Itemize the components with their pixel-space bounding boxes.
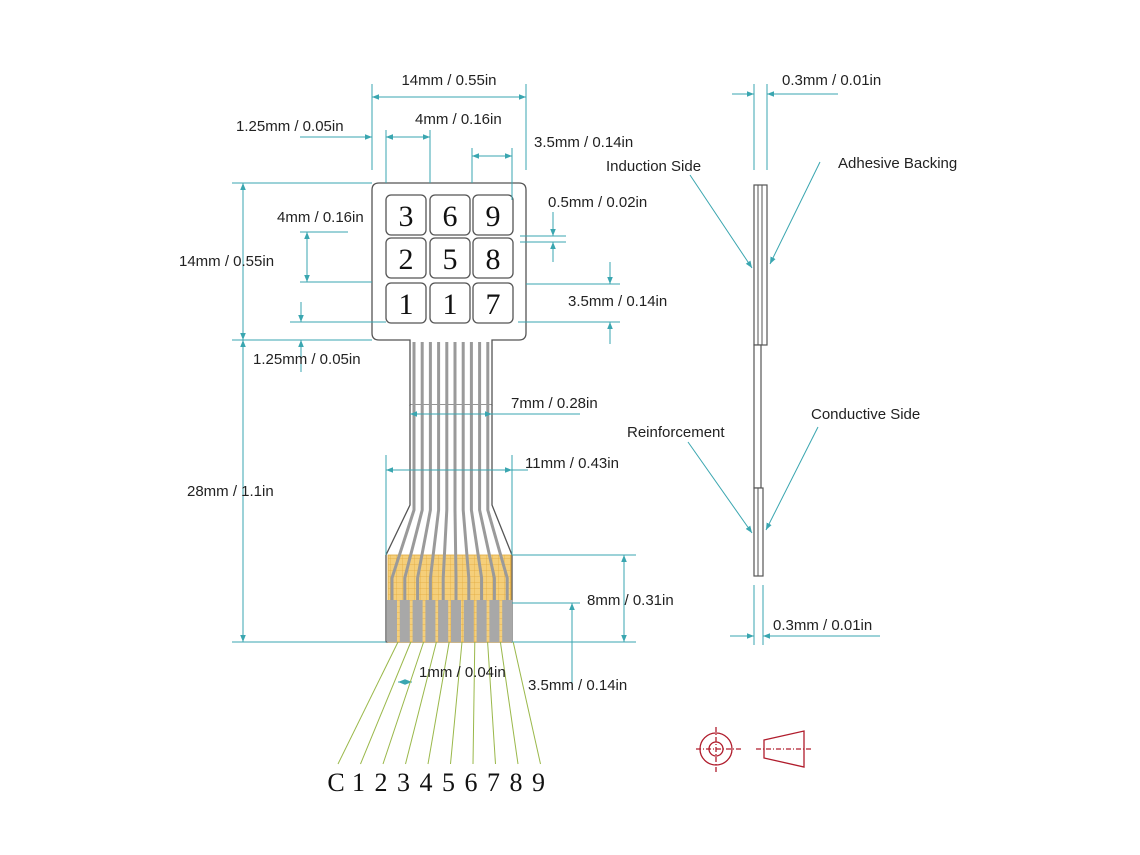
key-label: 6 xyxy=(443,200,458,233)
dimension-lines xyxy=(232,84,636,688)
label-top-width: 14mm / 0.55in xyxy=(401,72,496,89)
contact-pad xyxy=(438,600,449,642)
pin-label: 9 xyxy=(532,768,545,797)
pin-label: 3 xyxy=(397,768,410,797)
key-5: 5 xyxy=(429,237,471,279)
pin-leader xyxy=(360,641,412,765)
label-key-height: 4mm / 0.16in xyxy=(277,209,364,226)
label-bottom-offset: 3.5mm / 0.14in xyxy=(568,293,667,310)
label-pin-pitch: 1mm / 0.04in xyxy=(419,664,506,681)
label-conductive-side: Conductive Side xyxy=(811,406,920,423)
label-pad-height: 14mm / 0.55in xyxy=(179,253,274,270)
label-adhesive-backing: Adhesive Backing xyxy=(838,155,957,172)
label-key-width: 4mm / 0.16in xyxy=(415,111,502,128)
label-key-offset: 3.5mm / 0.14in xyxy=(534,134,633,151)
key-9: 9 xyxy=(472,194,514,236)
pin-leader xyxy=(450,641,463,765)
pin-label: 2 xyxy=(375,768,388,797)
side-dimension-lines xyxy=(687,84,880,645)
contact-pad xyxy=(489,600,500,642)
key-label: 5 xyxy=(443,243,458,276)
pin-label: 1 xyxy=(352,768,365,797)
pin-label: C xyxy=(327,768,344,797)
key-label: 1 xyxy=(399,288,414,321)
side-view xyxy=(753,184,768,577)
flex-traces xyxy=(387,342,513,642)
pin-leader xyxy=(472,641,476,765)
key-label: 2 xyxy=(399,243,414,276)
label-pin-length: 3.5mm / 0.14in xyxy=(528,677,627,694)
pin-leaders xyxy=(337,641,541,765)
trace xyxy=(453,342,458,642)
contact-pad xyxy=(425,600,436,642)
pin-label: 7 xyxy=(487,768,500,797)
pin-leader xyxy=(487,641,496,765)
key-label: 7 xyxy=(486,288,501,321)
label-thickness-top: 0.3mm / 0.01in xyxy=(782,72,881,89)
key-3: 3 xyxy=(385,194,427,236)
pin-leader xyxy=(405,641,437,765)
contact-pad xyxy=(463,600,474,642)
key-label: 1 xyxy=(443,288,458,321)
pin-leader xyxy=(499,641,519,765)
contact-pad xyxy=(387,600,397,642)
label-tail-width: 7mm / 0.28in xyxy=(511,395,598,412)
first-angle-projection-symbol xyxy=(696,727,812,772)
pin-label: 8 xyxy=(510,768,523,797)
label-bottom-margin: 1.25mm / 0.05in xyxy=(253,351,361,368)
key-7: 7 xyxy=(472,282,514,324)
side-view-labels: Induction Side Adhesive Backing Reinforc… xyxy=(606,155,957,441)
pin-label: 6 xyxy=(465,768,478,797)
contact-pad xyxy=(502,600,513,642)
pin-leader xyxy=(512,641,541,765)
label-key-gap: 0.5mm / 0.02in xyxy=(548,194,647,211)
key-6: 6 xyxy=(429,194,471,236)
contact-pad xyxy=(399,600,410,642)
pin-leader xyxy=(382,641,425,765)
key-1: 1 xyxy=(429,282,471,324)
pin-label: 5 xyxy=(442,768,455,797)
pin-leader xyxy=(427,641,450,765)
key-label: 3 xyxy=(399,200,414,233)
dimension-labels: 14mm / 0.55in 1.25mm / 0.05in 4mm / 0.16… xyxy=(179,72,881,694)
key-label: 8 xyxy=(486,243,501,276)
label-connector-length: 8mm / 0.31in xyxy=(587,592,674,609)
key-label: 9 xyxy=(486,200,501,233)
label-reinforcement: Reinforcement xyxy=(627,424,725,441)
pin-leader xyxy=(337,641,399,765)
key-2: 2 xyxy=(385,237,427,279)
contact-pad xyxy=(451,600,461,642)
label-total-length: 28mm / 1.1in xyxy=(187,483,274,500)
label-thickness-bottom: 0.3mm / 0.01in xyxy=(773,617,872,634)
contact-pad xyxy=(476,600,487,642)
key-1: 1 xyxy=(385,282,427,324)
label-connector-width: 11mm / 0.43in xyxy=(525,455,619,472)
pin-label: 4 xyxy=(420,768,433,797)
key-8: 8 xyxy=(472,237,514,279)
label-left-margin: 1.25mm / 0.05in xyxy=(236,118,344,135)
label-induction-side: Induction Side xyxy=(606,158,701,175)
contact-pad xyxy=(412,600,423,642)
